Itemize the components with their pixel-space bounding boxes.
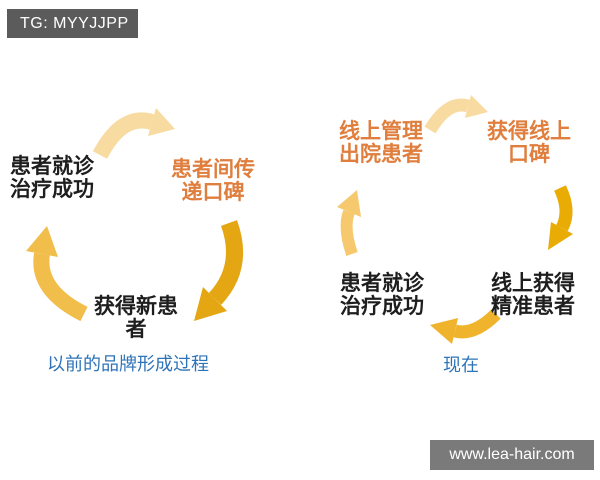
right-cycle-caption: 现在: [443, 355, 479, 375]
right-cycle-node-online-reputation: 获得线上 口碑: [487, 120, 571, 166]
left-cycle-top-arrow-icon: [92, 108, 175, 159]
left-cycle-caption: 以前的品牌形成过程: [47, 354, 209, 374]
left-cycle-node-word-of-mouth: 患者间传 递口碑: [171, 158, 255, 204]
right-cycle-left-arrow-icon: [337, 190, 361, 256]
left-cycle-left-arrow-icon: [26, 226, 88, 322]
website-watermark: www.lea-hair.com: [430, 440, 594, 470]
right-cycle-node-treatment-success: 患者就诊 治疗成功: [340, 272, 424, 318]
right-cycle-node-manage-discharged: 线上管理 出院患者: [339, 120, 423, 166]
right-cycle-top-arrow-icon: [424, 95, 488, 134]
tg-tag-label: TG: MYYJJPP: [7, 9, 138, 38]
right-cycle-right-arrow-icon: [548, 185, 573, 250]
left-cycle-node-treatment-success: 患者就诊 治疗成功: [10, 155, 94, 201]
left-cycle-right-arrow-icon: [194, 220, 243, 321]
right-cycle-node-precise-patients: 线上获得 精准患者: [491, 272, 575, 318]
left-cycle-node-new-patients: 获得新患 者: [94, 295, 178, 341]
right-cycle-bottom-arrow-icon: [430, 309, 501, 344]
